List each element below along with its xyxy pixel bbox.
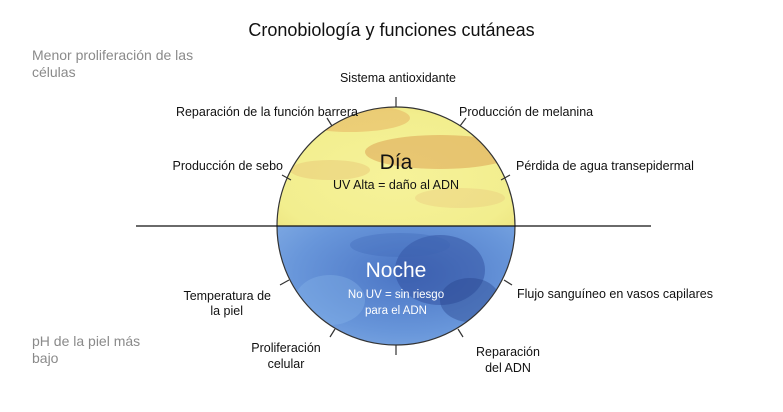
night-title: Noche <box>365 259 427 282</box>
note-low-cell-proliferation: Menor proliferación de las células <box>32 47 194 80</box>
label-dna-repair-line2: del ADN <box>485 361 531 375</box>
label-sebum-production: Producción de sebo <box>173 159 284 173</box>
label-antioxidant-system: Sistema antioxidante <box>340 71 456 85</box>
night-subtitle: No UV = sin riesgo para el ADN <box>296 287 496 319</box>
label-skin-temperature-line1: Temperatura de <box>183 289 271 303</box>
label-ticks <box>279 97 513 355</box>
label-barrier-repair: Reparación de la función barrera <box>176 105 358 119</box>
label-tewl: Pérdida de agua transepidermal <box>516 159 694 173</box>
note-lower-skin-ph: pH de la piel más bajo <box>32 333 141 366</box>
day-title: Día <box>379 151 413 174</box>
label-dna-repair-line1: Reparación <box>476 345 540 359</box>
label-cell-proliferation-line2: celular <box>268 357 305 371</box>
label-capillary-blood-flow: Flujo sanguíneo en vasos capilares <box>517 287 713 301</box>
label-cell-proliferation-line1: Proliferación <box>251 341 321 355</box>
label-skin-temperature-line2: la piel <box>210 304 243 318</box>
night-subtitle-line2: para el ADN <box>364 305 427 317</box>
night-subtitle-line1: No UV = sin riesgo <box>347 289 445 301</box>
day-subtitle: UV Alta = daño al ADN <box>332 178 460 192</box>
diagram-title: Cronobiología y funciones cutáneas <box>248 20 535 40</box>
label-melanin-production: Producción de melanina <box>459 105 593 119</box>
